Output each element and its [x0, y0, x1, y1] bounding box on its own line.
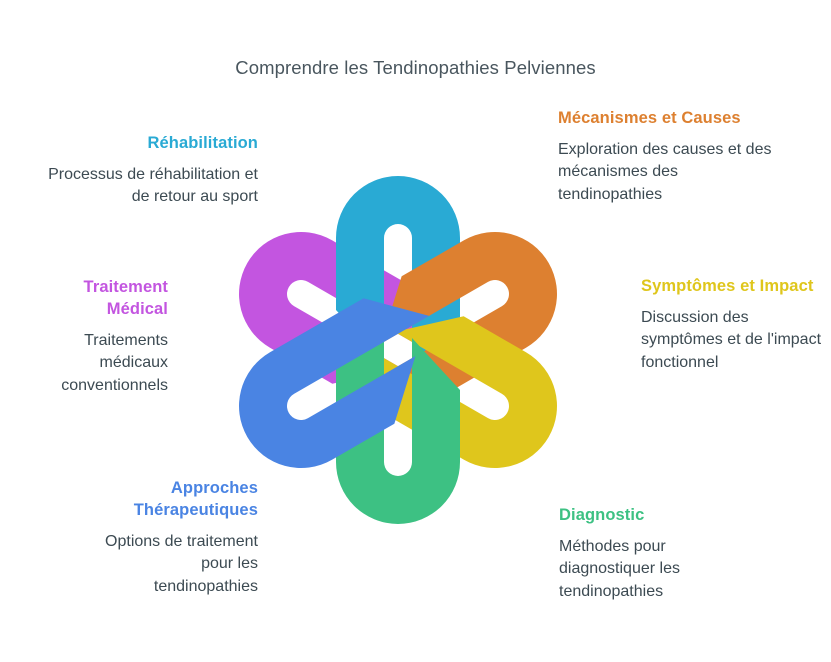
section-heading-rehabilitation: Réhabilitation: [147, 134, 258, 152]
section-heading-diagnostic: Diagnostic: [559, 506, 645, 524]
section-mecanismes-causes: Mécanismes et Causes Exploration des cau…: [558, 108, 776, 207]
section-description-rehabilitation: Processus de réhabilitation et de retour…: [48, 165, 258, 206]
section-heading-traitement-medical: Traitement Médical: [83, 278, 168, 318]
section-heading-symptomes-impact: Symptômes et Impact: [641, 277, 814, 295]
section-approches-therapeutiques: Approches Thérapeutiques Options de trai…: [96, 478, 258, 599]
section-description-approches-therapeutiques: Options de traitement pour les tendinopa…: [105, 532, 258, 595]
section-symptomes-impact: Symptômes et Impact Discussion des sympt…: [641, 276, 823, 375]
section-diagnostic: Diagnostic Méthodes pour diagnostiquer l…: [559, 505, 759, 604]
section-description-traitement-medical: Traitements médicaux conventionnels: [61, 331, 168, 394]
section-rehabilitation: Réhabilitation Processus de réhabilitati…: [46, 133, 258, 209]
section-description-diagnostic: Méthodes pour diagnostiquer les tendinop…: [559, 537, 680, 601]
section-traitement-medical: Traitement Médical Traitements médicaux …: [18, 277, 168, 398]
section-heading-approches-therapeutiques: Approches Thérapeutiques: [133, 479, 258, 519]
section-description-symptomes-impact: Discussion des symptômes et de l'impact …: [641, 308, 822, 372]
section-heading-mecanismes-causes: Mécanismes et Causes: [558, 109, 741, 127]
page-title: Comprendre les Tendinopathies Pelviennes: [235, 57, 596, 79]
section-description-mecanismes-causes: Exploration des causes et des mécanismes…: [558, 140, 772, 204]
